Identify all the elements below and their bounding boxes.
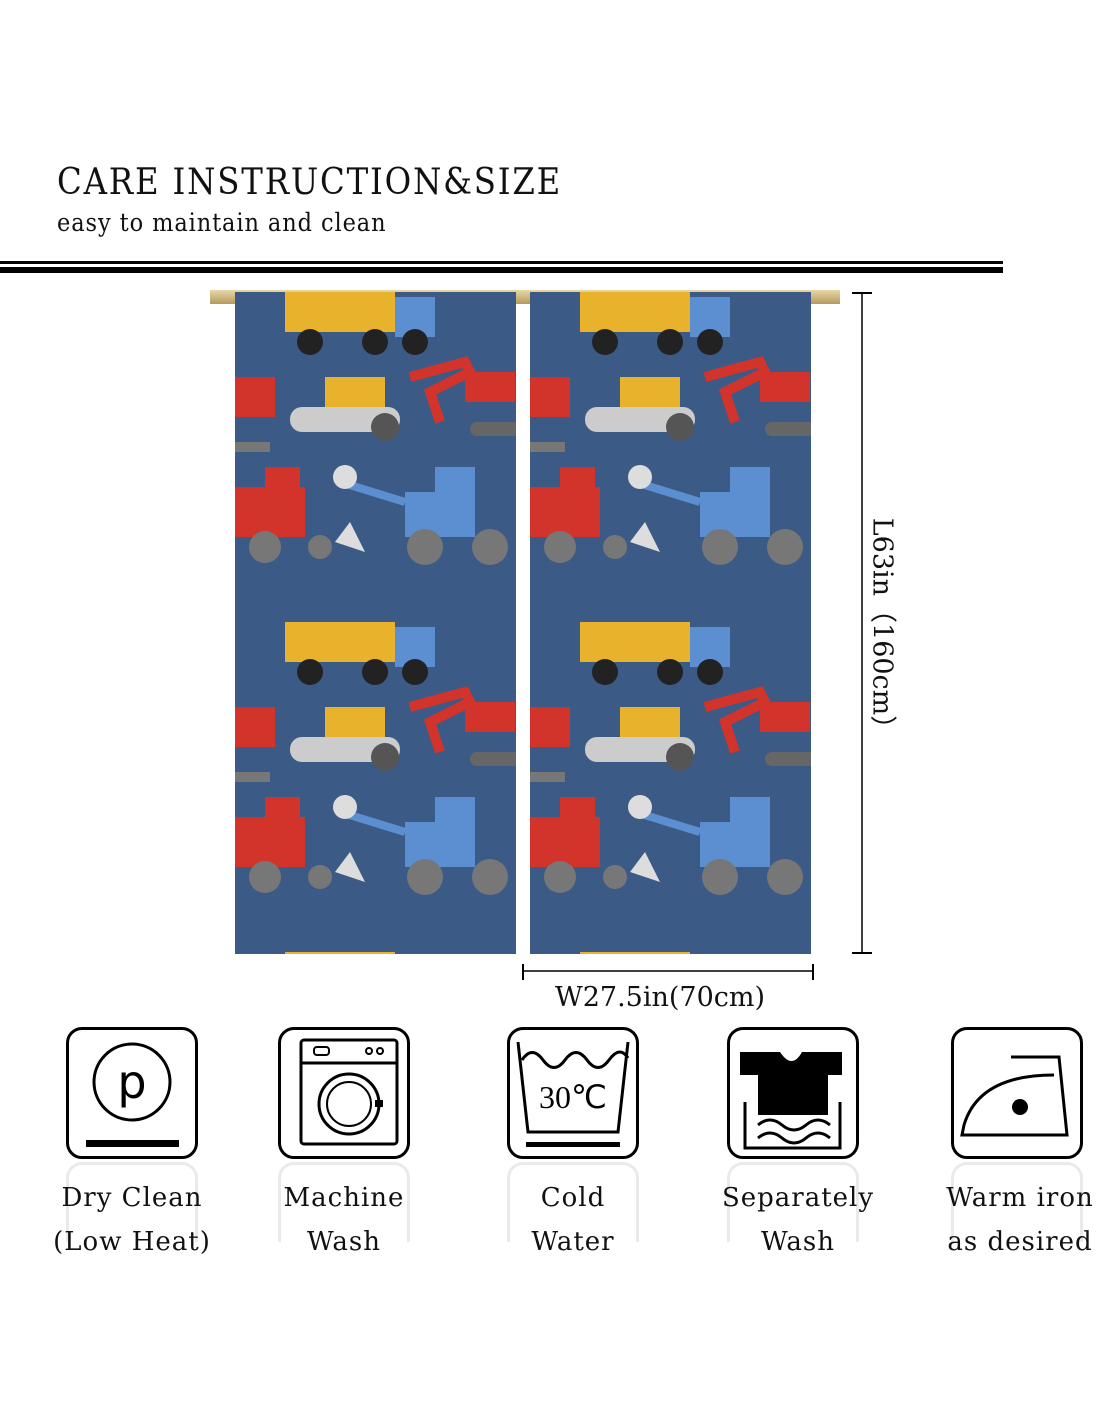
icon-reflection bbox=[507, 1162, 639, 1242]
svg-text:p: p bbox=[117, 1055, 146, 1109]
care-label-warm-iron: Warm iron as desired bbox=[930, 1176, 1100, 1264]
width-dimension-line bbox=[522, 964, 814, 980]
label-line: Cold bbox=[540, 1183, 606, 1213]
length-label: L63in（160cm） bbox=[866, 517, 898, 743]
divider bbox=[0, 261, 1003, 264]
iron-icon bbox=[951, 1027, 1083, 1159]
icon-reflection bbox=[278, 1162, 410, 1242]
page-title: CARE INSTRUCTION&SIZE bbox=[57, 162, 563, 203]
temperature-label: 30℃ bbox=[539, 1079, 607, 1115]
divider bbox=[0, 267, 1003, 273]
icon-reflection bbox=[66, 1162, 198, 1242]
width-label: W27.5in(70cm) bbox=[554, 982, 766, 1013]
label-line: as desired bbox=[947, 1227, 1093, 1257]
label-line: Separately bbox=[721, 1183, 875, 1213]
label-line: Wash bbox=[306, 1227, 382, 1257]
curtain-panel-left bbox=[235, 292, 516, 954]
label-line: Wash bbox=[760, 1227, 836, 1257]
label-line: Water bbox=[531, 1227, 615, 1257]
length-dimension-line bbox=[852, 292, 872, 954]
dry-clean-p-icon: p bbox=[66, 1027, 198, 1159]
curtain-panel-right bbox=[530, 292, 811, 954]
label-line: Dry Clean bbox=[61, 1183, 203, 1213]
label-line: (Low Heat) bbox=[53, 1227, 211, 1257]
washing-machine-icon bbox=[278, 1027, 410, 1159]
care-label-dry-clean: Dry Clean (Low Heat) bbox=[42, 1176, 222, 1264]
label-line: Machine bbox=[283, 1183, 405, 1213]
icon-reflection bbox=[951, 1162, 1083, 1242]
icon-reflection bbox=[727, 1162, 859, 1242]
page-subtitle: easy to maintain and clean bbox=[57, 208, 387, 237]
wash-tub-30c-icon: 30℃ bbox=[507, 1027, 639, 1159]
label-line: Warm iron bbox=[946, 1183, 1094, 1213]
separate-wash-shirt-icon bbox=[727, 1027, 859, 1159]
